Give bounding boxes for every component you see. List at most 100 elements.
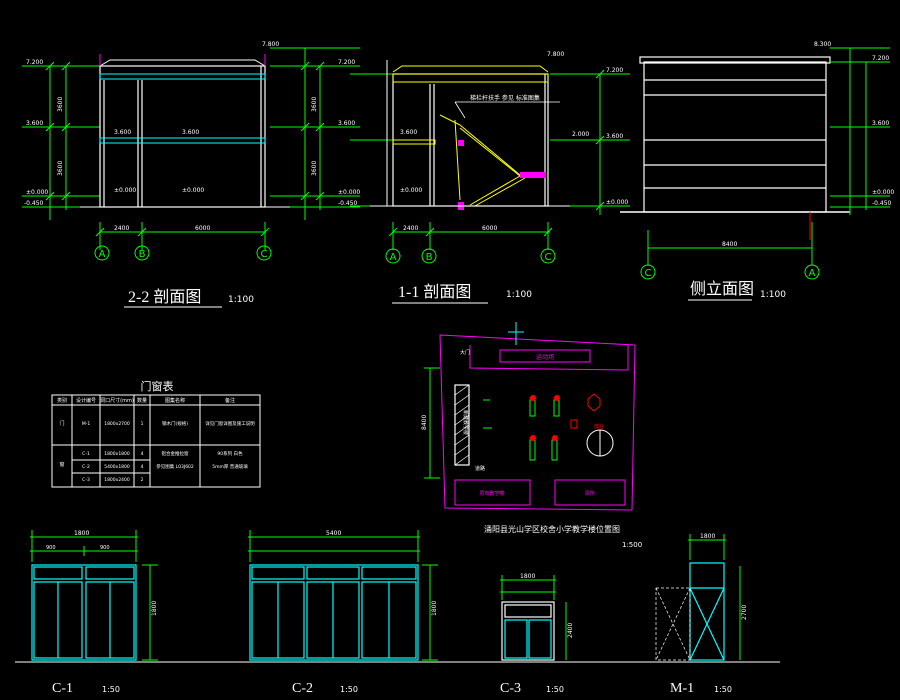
c3-height-dim: 2400: [567, 623, 574, 638]
level-side-roof: 7.200: [872, 55, 889, 62]
title-section-1-1: 1-1 剖面图: [398, 283, 471, 301]
table-header-cell: 数量: [137, 397, 147, 404]
m1-height-dim: 2700: [741, 605, 748, 620]
dim-story-r: 3600: [311, 97, 318, 112]
table-cell: 4: [141, 464, 144, 470]
site-road: 道路: [475, 465, 485, 472]
level-inner-11: 3.600: [400, 129, 417, 136]
axis-b-label-11: B: [426, 252, 433, 263]
dim-side-total: 8400: [722, 241, 737, 248]
table-header-cell: 备注: [225, 397, 235, 404]
table-cell: C-3: [82, 477, 90, 483]
window-c3: 1800 2400 C-3 1:50: [500, 573, 574, 696]
c1-total-dim: 1800: [74, 530, 89, 537]
scale-section-2-2: 1:100: [228, 295, 254, 305]
title-c2: C-2: [292, 681, 313, 696]
axis-a-label-side: A: [809, 268, 816, 279]
level-roof-top: 7.800: [262, 41, 279, 48]
dim-story-r2: 3600: [311, 161, 318, 176]
scale-side-elevation: 1:100: [760, 290, 786, 300]
dim-ab-11: 2400: [403, 225, 418, 232]
site-plan: 运动场 新建教学楼 原有教学楼 厕所 旗台 大门 道路: [421, 322, 642, 549]
dim-story-2: 3600: [57, 161, 64, 176]
inner-level-3600: 3.600: [114, 129, 131, 136]
m1-total-dim: 1800: [700, 533, 715, 540]
c2-height-dim: 1800: [431, 601, 438, 616]
table-title: 门窗表: [141, 379, 174, 393]
table-cell: 铝合金推拉窗: [162, 450, 189, 457]
table-cell: 2: [141, 477, 144, 483]
site-gate: 大门: [460, 349, 470, 356]
dim-story: 3600: [57, 97, 64, 112]
table-cell: 5400x1800: [104, 464, 130, 470]
table-cell: C-1: [82, 451, 90, 457]
site-dim: 8400: [421, 415, 428, 430]
stair-note: 梯栏杆扶手 参见 标准图集: [470, 94, 540, 102]
level-side-top: 8.300: [814, 41, 831, 48]
axis-b-label: B: [139, 249, 146, 260]
level-ground: ±0.000: [26, 189, 48, 196]
title-section-2-2: 2-2 剖面图: [128, 288, 201, 306]
axis-a-label-11: A: [390, 252, 397, 263]
scale-m1: 1:50: [714, 685, 732, 694]
table-header-cell: 类别: [57, 397, 67, 404]
dim-bc-11: 6000: [482, 225, 497, 232]
site-sport: 运动场: [536, 353, 554, 361]
level-ground-r: ±0.000: [338, 189, 360, 196]
level-side-outdoor: -0.450: [872, 200, 892, 207]
door-m1: 1800 2700 M-1 1:50: [655, 533, 748, 696]
axis-a-label: A: [99, 249, 106, 260]
table-cell: 1800x1800: [104, 451, 130, 457]
table-cell: 5mm厚 普通玻璃: [212, 463, 248, 470]
c1-sub-2: 900: [100, 545, 110, 551]
level-mid-11: 2.000: [572, 131, 589, 138]
dim-span-bc: 6000: [195, 225, 210, 232]
table-header-cell: 设计编号: [76, 397, 96, 404]
c3-total-dim: 1800: [520, 573, 535, 580]
level-outdoor: -0.450: [24, 200, 44, 207]
site-flag: 旗台: [594, 423, 604, 430]
side-elevation: C A 8.300 7.200 3.600 ±0.000 -0.450 8400…: [620, 41, 894, 301]
inner-level-3600-b: 3.600: [182, 129, 199, 136]
c2-total-dim: 5400: [326, 530, 341, 537]
level-roof-11: 7.200: [606, 67, 623, 74]
level-side-floor2: 3.600: [872, 120, 889, 127]
table-cell: 详见门窗详图及施工说明: [205, 420, 255, 427]
section-1-1: 梯栏杆扶手 参见 标准图集 A B C 7.200 3.600 ±0.000 2…: [350, 51, 630, 304]
level-floor2: 3.600: [26, 120, 43, 127]
table-cell: 1800x2400: [104, 477, 130, 483]
level-floor2-r: 3.600: [338, 120, 355, 127]
table-cell: 1800x2700: [104, 421, 130, 427]
level-roof: 7.200: [26, 59, 43, 66]
title-m1: M-1: [670, 681, 694, 696]
window-c1: 1800 1800 900 900 C-1 1:50: [30, 530, 158, 696]
table-cell: 钢木门(规格): [162, 420, 188, 427]
table-header-cell: 洞口尺寸(mm): [100, 397, 134, 404]
title-side-elevation: 侧立面图: [690, 280, 754, 298]
title-c1: C-1: [52, 681, 73, 696]
axis-c-label-11: C: [545, 252, 552, 263]
inner-level-0-b: ±0.000: [182, 187, 204, 194]
table-group-label: 窗: [59, 461, 64, 468]
title-c3: C-3: [500, 681, 521, 696]
level-floor2-11: 3.600: [606, 133, 623, 140]
site-toilet: 厕所: [585, 490, 595, 497]
scale-section-1-1: 1:100: [506, 290, 532, 300]
table-cell: M-1: [82, 421, 91, 427]
level-ground-11: ±0.000: [606, 199, 628, 206]
scale-c3: 1:50: [546, 685, 564, 694]
axis-c-label: C: [261, 249, 268, 260]
window-c2: 5400 1800 C-2 1:50: [248, 530, 438, 696]
site-plan-scale: 1:500: [622, 541, 642, 549]
level-side-ground: ±0.000: [872, 189, 894, 196]
section-2-2: A B C 7.200 3.600 ±0.000 -0.450 7.800 7.…: [22, 41, 360, 308]
site-new-bldg: 新建教学楼: [462, 410, 469, 435]
site-plan-title: 涌阳县光山学区校舍小学教学楼位置图: [484, 524, 620, 534]
level-roof-top-11: 7.800: [547, 51, 564, 58]
table-header-cell: 图集名称: [165, 397, 185, 404]
table-cell: 1: [141, 421, 144, 427]
inner-level-0: ±0.000: [114, 187, 136, 194]
dim-span-ab: 2400: [114, 225, 129, 232]
